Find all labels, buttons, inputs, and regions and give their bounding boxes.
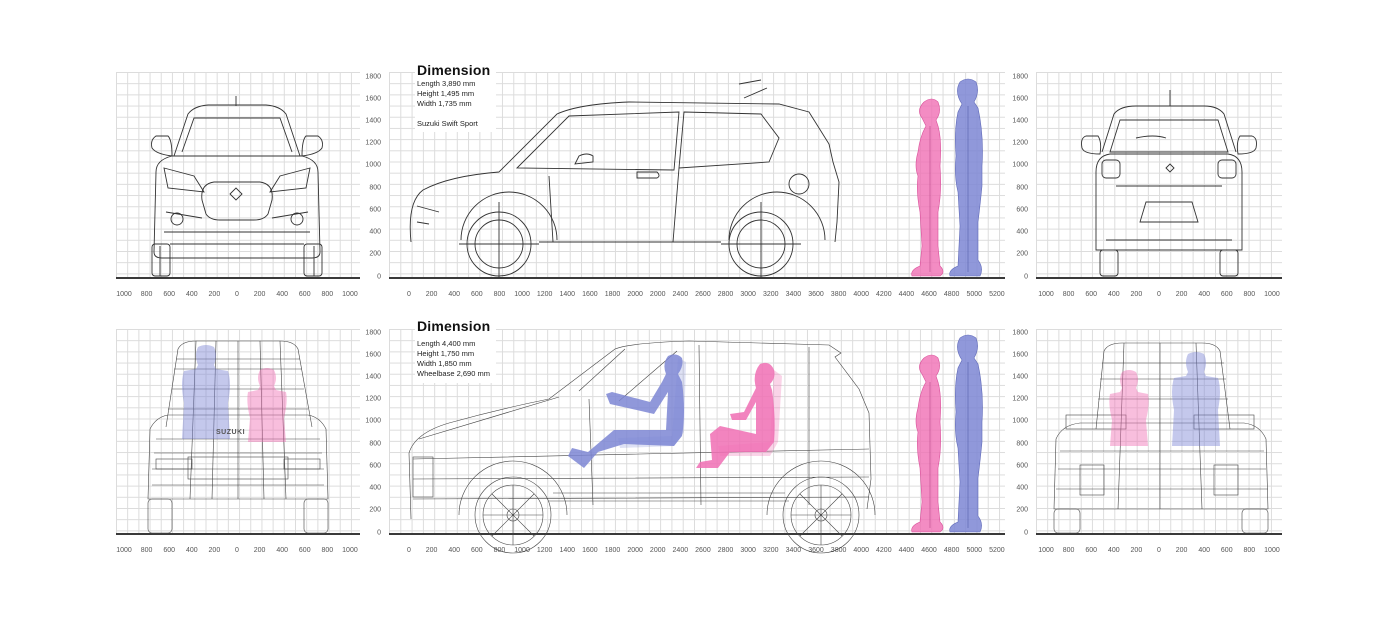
driver-silhouette-rear [1172,352,1220,446]
side-wireframe-y-axis: 1800 1600 1400 1200 1000 800 600 400 200… [365,329,381,537]
side-wireframe-ground-line [389,533,1005,535]
rear-wireframe-grid [1036,329,1282,535]
rear-wireframe-drawing [1053,342,1269,534]
seated-driver-figure [568,354,686,468]
front-view-ground-line [116,277,360,279]
passenger-silhouette-front [247,368,287,442]
rear-wireframe-y-axis: 1800 1600 1400 1200 1000 800 600 400 200… [1012,329,1028,537]
bottom-dimension-title: Dimension [417,318,491,334]
side-view-ground-line [389,277,1005,279]
bottom-width: Width 1,850 mm [417,359,472,368]
top-dimension-title: Dimension [417,62,491,78]
driver-silhouette-front [182,345,230,439]
rear-view-y-axis: 1800 1600 1400 1200 1000 800 600 400 200… [1012,73,1028,281]
side-view-y-axis: 1800 1600 1400 1200 1000 800 600 400 200… [365,73,381,281]
female-figure [911,98,944,277]
rear-view-car-drawing [1081,90,1257,277]
female-figure-bottom [911,354,944,533]
top-height: Height 1,495 mm [417,89,475,98]
front-wireframe-ground-line [116,533,360,535]
front-view-car-drawing [151,96,323,277]
bottom-length: Length 4,400 mm [417,339,476,348]
top-dimension-info: Dimension Length 3,890 mm Height 1,495 m… [415,60,497,132]
rear-wireframe-ground-line [1036,533,1282,535]
side-wireframe-drawing [408,340,876,554]
top-width: Width 1,735 mm [417,99,472,108]
male-figure [949,78,983,277]
rear-view-ground-line [1036,277,1282,279]
front-wireframe-drawing [147,340,329,534]
bottom-wheelbase: Wheelbase 2,690 mm [417,369,490,378]
top-model-name: Suzuki Swift Sport [417,119,478,128]
bottom-height: Height 1,750 mm [417,349,475,358]
male-figure-bottom [949,334,983,533]
passenger-silhouette-rear [1109,370,1149,446]
rear-view-grid [1036,72,1282,278]
front-badge: SUZUKI [216,429,246,436]
side-view-car-drawing [409,79,840,278]
top-length: Length 3,890 mm [417,79,476,88]
seated-passenger-figure [696,362,782,468]
bottom-dimension-info: Dimension Length 4,400 mm Height 1,750 m… [415,316,497,383]
